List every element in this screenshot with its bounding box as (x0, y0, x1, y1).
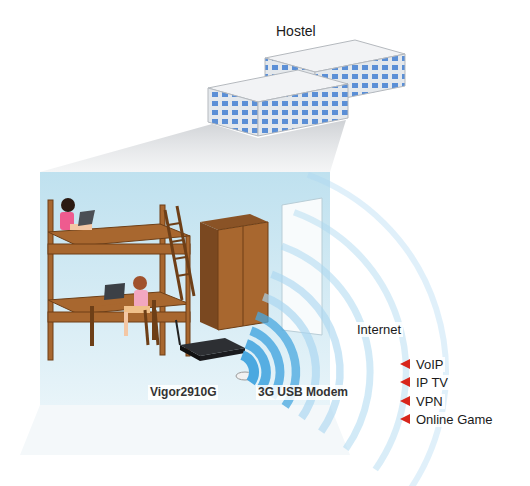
service-label: IP TV (414, 375, 450, 390)
wifi-arc (272, 274, 340, 431)
service-label: Online Game (414, 412, 495, 427)
service-label: VoIP (414, 357, 445, 372)
room-wall (40, 172, 330, 405)
network-label: Internet (355, 322, 403, 337)
bullet-markers (400, 359, 410, 424)
wifi-arc (308, 175, 446, 486)
wifi-arc (242, 355, 254, 382)
wifi-arc (282, 246, 370, 449)
person (60, 198, 95, 230)
router (176, 320, 245, 361)
bunk-bed (48, 200, 190, 360)
desk (85, 283, 160, 346)
person (124, 276, 158, 345)
device-label: 3G USB Modem (256, 385, 350, 400)
service-label: VPN (414, 394, 445, 409)
wifi-waves (242, 175, 446, 486)
device-label: Vigor2910G (148, 385, 218, 400)
ladder (165, 206, 194, 300)
wifi-arc (246, 344, 266, 389)
wifi-arc (294, 212, 406, 469)
building-label: Hostel (274, 24, 318, 39)
zoom-funnel (40, 120, 346, 172)
